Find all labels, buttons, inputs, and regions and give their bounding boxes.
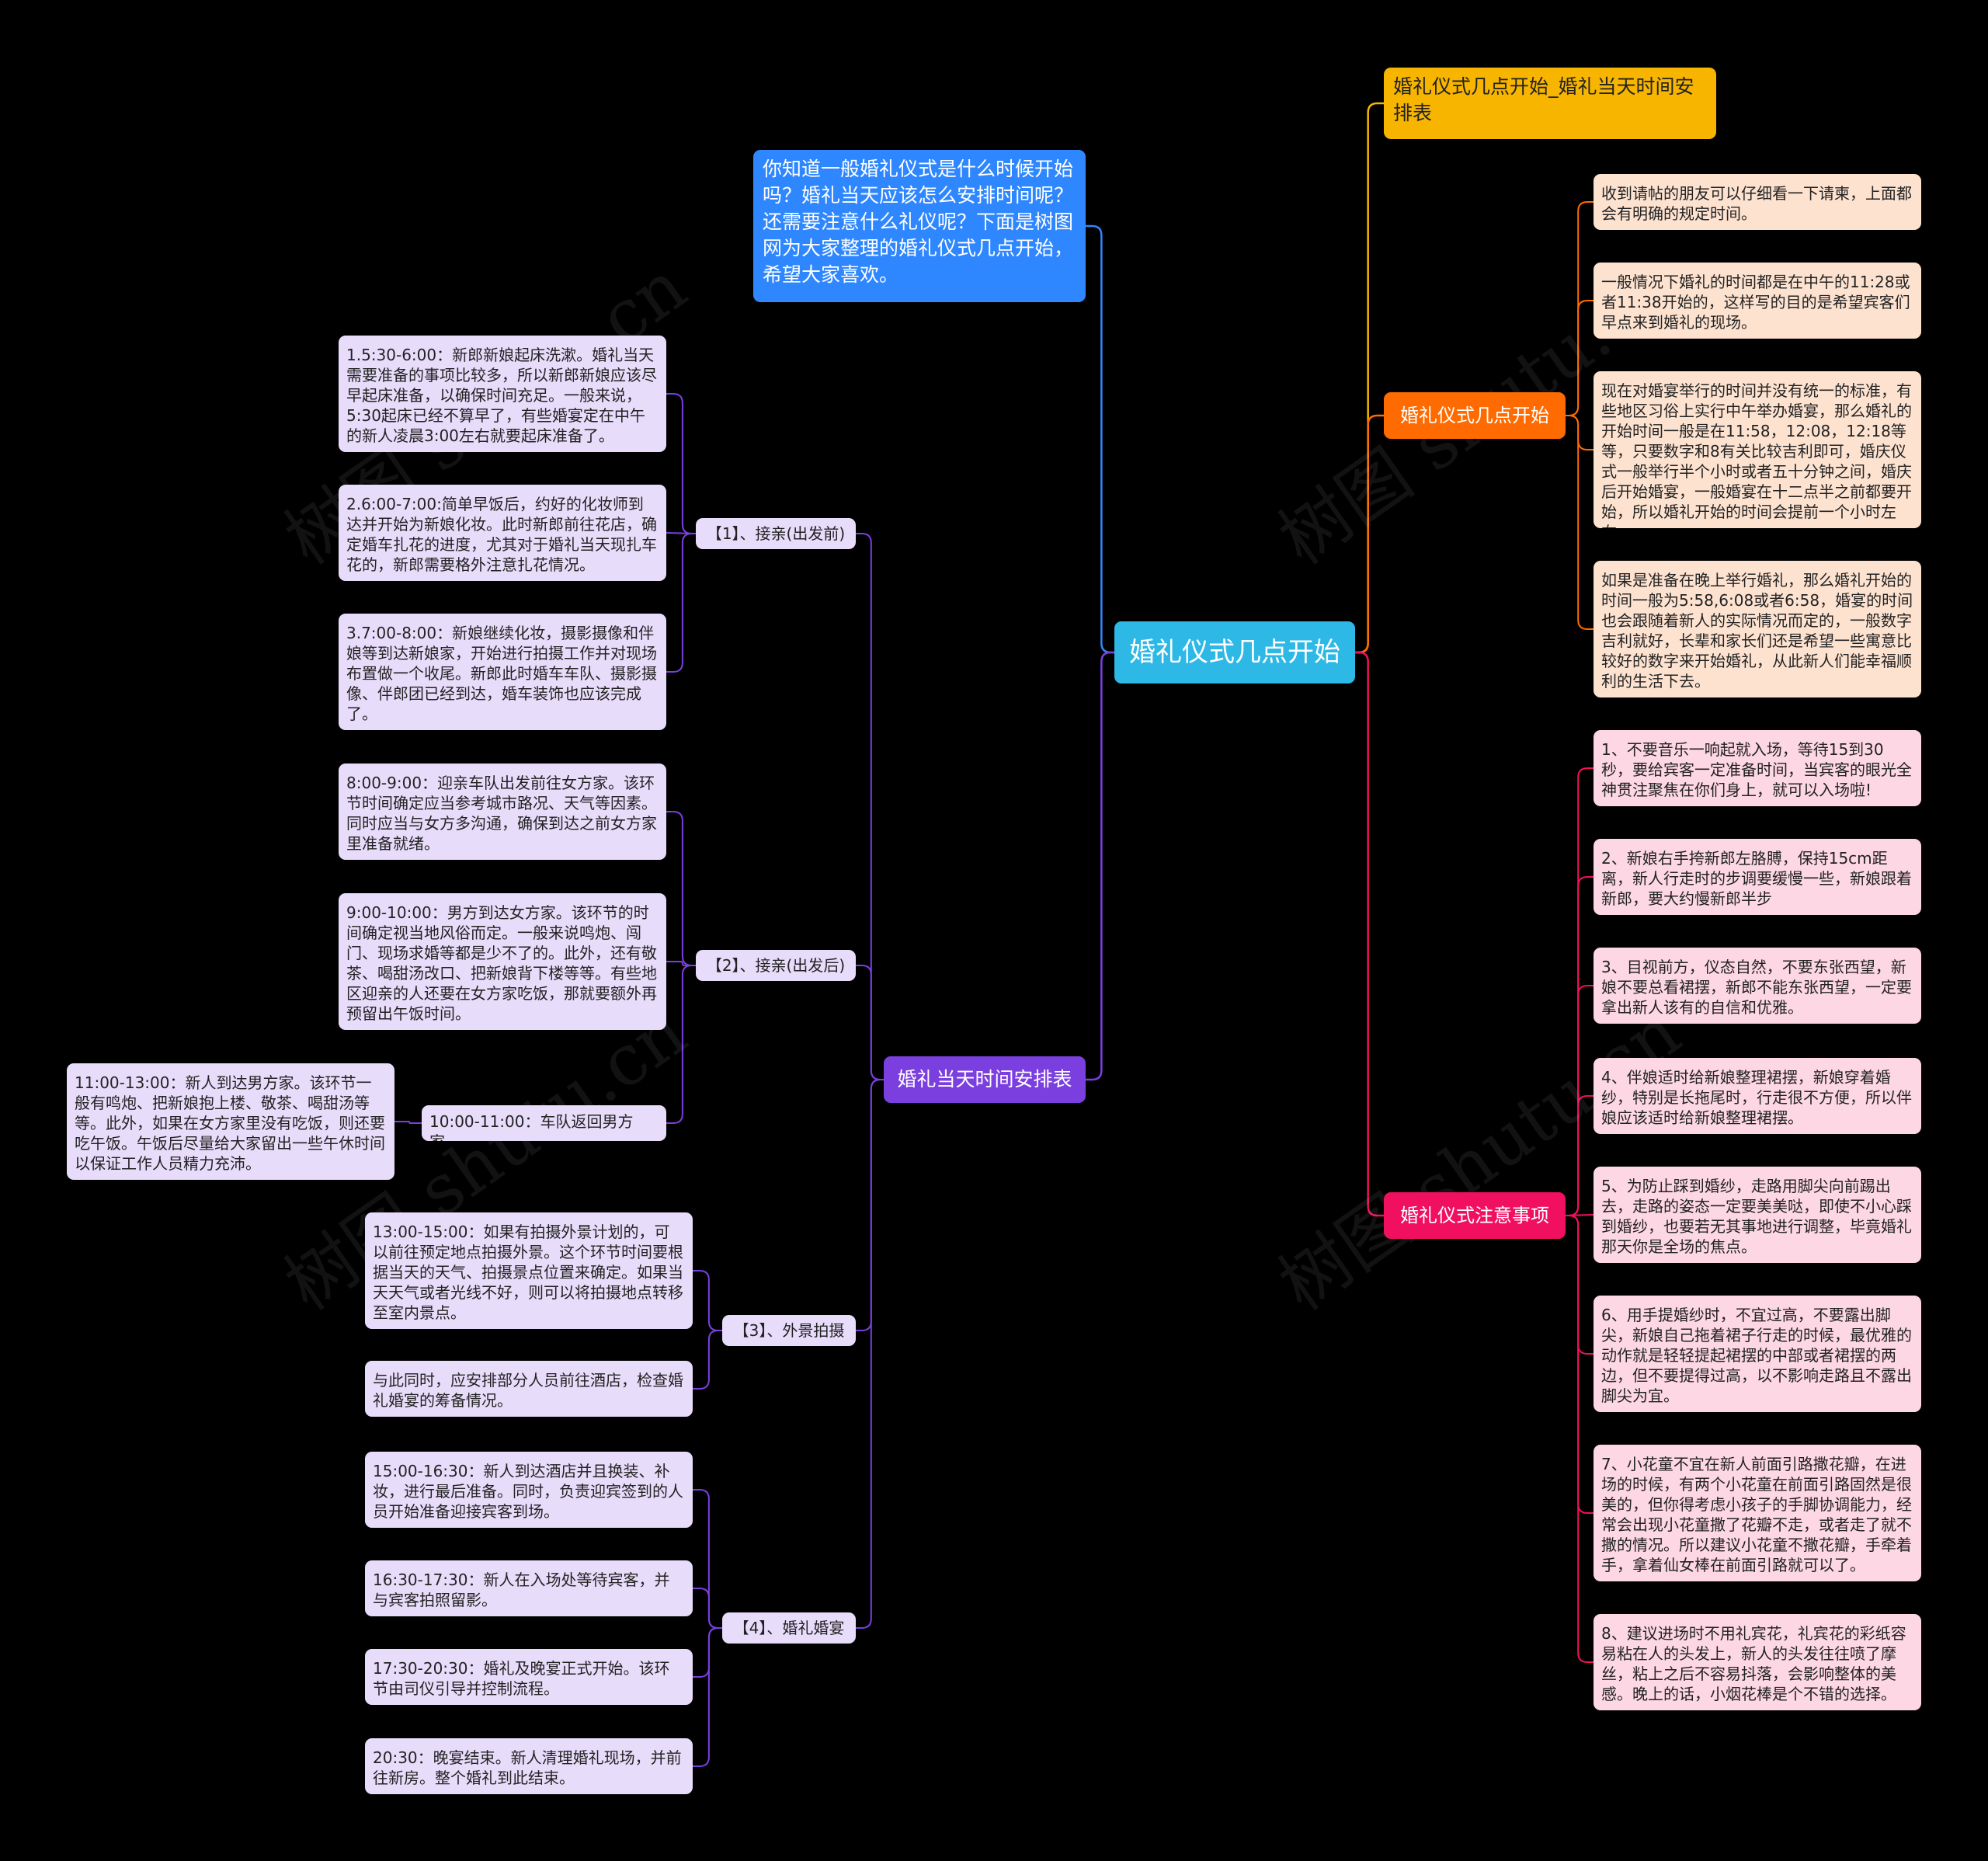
notice-note-2[interactable]: 2、新娘右手挎新郎左胳膊，保持15cm距离，新人行走时的步调要缓慢一些，新娘跟着… <box>1594 839 1921 915</box>
connector-line <box>394 1121 422 1124</box>
notice-note-3[interactable]: 3、目视前方，仪态自然，不要东张西望，新娘不要总看裙摆，新郎不能东张西望，一定要… <box>1594 948 1921 1024</box>
connector-line <box>1566 300 1594 416</box>
root-topic[interactable]: 婚礼仪式几点开始 <box>1114 621 1355 684</box>
notice-note-8[interactable]: 8、建议进场时不用礼宾花，礼宾花的彩纸容易粘在人的头发上，新人的头发往往喷了摩丝… <box>1594 1614 1921 1710</box>
connector-line <box>1566 1215 1594 1355</box>
connector-line <box>1566 415 1594 450</box>
branch-start-time[interactable]: 婚礼仪式几点开始 <box>1384 392 1566 439</box>
start-note-1[interactable]: 收到请帖的朋友可以仔细看一下请柬，上面都会有明确的规定时间。 <box>1594 174 1921 230</box>
schedule-note[interactable]: 13:00-15:00：如果有拍摄外景计划的，可以前往预定地点拍摄外景。这个环节… <box>365 1212 693 1329</box>
branch-schedule[interactable]: 婚礼当天时间安排表 <box>884 1056 1086 1103</box>
connector-line <box>1086 224 1114 654</box>
connector-line <box>666 533 696 673</box>
connector-line <box>1566 1215 1594 1514</box>
connector-line <box>856 1079 884 1331</box>
connector-line <box>1086 651 1114 1081</box>
connector-line <box>1566 1215 1594 1663</box>
schedule-note[interactable]: 2.6:00-7:00:简单早饭后，约好的化妆师到达并开始为新娘化妆。此时新郎前… <box>339 485 666 581</box>
schedule-note[interactable]: 10:00-11:00：车队返回男方家。 <box>422 1105 666 1141</box>
connector-line <box>666 393 696 534</box>
notice-note-7[interactable]: 7、小花童不宜在新人前面引路撒花瓣，在进场的时候，有两个小花童在前面引路固然是很… <box>1594 1445 1921 1581</box>
start-note-2[interactable]: 一般情况下婚礼的时间都是在中午的11:28或者11:38开始的，这样写的目的是希… <box>1594 263 1921 339</box>
connector-line <box>1355 651 1384 1217</box>
connector-line <box>693 1588 722 1629</box>
connector-line <box>856 1079 884 1629</box>
connector-line <box>693 1627 722 1767</box>
group-wedding-banquet[interactable]: 【4】、婚礼婚宴 <box>722 1612 856 1644</box>
connector-line <box>666 965 696 1124</box>
schedule-note[interactable]: 3.7:00-8:00：新娘继续化妆，摄影摄像和伴娘等到达新娘家，开始进行拍摄工… <box>339 614 666 730</box>
notice-note-1[interactable]: 1、不要音乐一响起就入场，等待15到30秒，要给宾客一定准备时间，当宾客的眼光全… <box>1594 730 1921 806</box>
notice-note-6[interactable]: 6、用手提婚纱时，不宜过高，不要露出脚尖，新娘自己拖着裙子行走的时候，最优雅的动… <box>1594 1296 1921 1412</box>
schedule-note[interactable]: 15:00-16:30：新人到达酒店并且换装、补妆，进行最后准备。同时，负责迎宾… <box>365 1452 693 1528</box>
connector-line <box>693 1270 722 1331</box>
connector-line <box>666 961 696 966</box>
group-pickup-before[interactable]: 【1】、接亲(出发前) <box>696 518 856 549</box>
connector-line <box>1566 415 1594 630</box>
schedule-note[interactable]: 与此同时，应安排部分人员前往酒店，检查婚礼婚宴的筹备情况。 <box>365 1361 693 1417</box>
connector-line <box>693 1489 722 1629</box>
connector-line <box>693 1330 722 1390</box>
group-pickup-after[interactable]: 【2】、接亲(出发后) <box>696 950 856 981</box>
schedule-note[interactable]: 9:00-10:00：男方到达女方家。该环节的时间确定视当地风俗而定。一般来说鸣… <box>339 893 666 1030</box>
group-outdoor-shoot[interactable]: 【3】、外景拍摄 <box>722 1315 856 1346</box>
title-node[interactable]: 婚礼仪式几点开始_婚礼当天时间安排表 <box>1384 68 1716 139</box>
schedule-note[interactable]: 8:00-9:00：迎亲车队出发前往女方家。该环节时间确定应当参考城市路况、天气… <box>339 764 666 860</box>
notice-note-4[interactable]: 4、伴娘适时给新娘整理裙摆，新娘穿着婚纱，特别是长拖尾时，行走很不方便，所以伴娘… <box>1594 1058 1921 1134</box>
schedule-note[interactable]: 16:30-17:30：新人在入场处等待宾客，并与宾客拍照留影。 <box>365 1560 693 1616</box>
connector-line <box>856 965 884 1080</box>
connector-line <box>666 811 696 966</box>
start-note-4[interactable]: 如果是准备在晚上举行婚礼，那么婚礼开始的时间一般为5:58,6:08或者6:58… <box>1594 561 1921 697</box>
schedule-subnote[interactable]: 11:00-13:00：新人到达男方家。该环节一般有鸣炮、把新娘抱上楼、敬茶、喝… <box>67 1063 394 1180</box>
notice-note-5[interactable]: 5、为防止踩到婚纱，走路用脚尖向前踢出去，走路的姿态一定要美美哒，即使不小心踩到… <box>1594 1167 1921 1263</box>
start-note-3[interactable]: 现在对婚宴举行的时间并没有统一的标准，有些地区习俗上实行中午举办婚宴，那么婚礼的… <box>1594 371 1921 528</box>
intro-node[interactable]: 你知道一般婚礼仪式是什么时候开始吗？婚礼当天应该怎么安排时间呢？还需要注意什么礼… <box>753 150 1086 302</box>
schedule-note[interactable]: 17:30-20:30：婚礼及晚宴正式开始。该环节由司仪引导并控制流程。 <box>365 1649 693 1705</box>
schedule-note[interactable]: 1.5:30-6:00：新郎新娘起床洗漱。婚礼当天需要准备的事项比较多，所以新郎… <box>339 336 666 452</box>
connector-line <box>1355 102 1384 654</box>
schedule-note[interactable]: 20:30：晚宴结束。新人清理婚礼现场，并前往新房。整个婚礼到此结束。 <box>365 1738 693 1794</box>
branch-notice[interactable]: 婚礼仪式注意事项 <box>1384 1192 1566 1239</box>
connector-line <box>693 1627 722 1678</box>
connector-line <box>856 533 884 1080</box>
